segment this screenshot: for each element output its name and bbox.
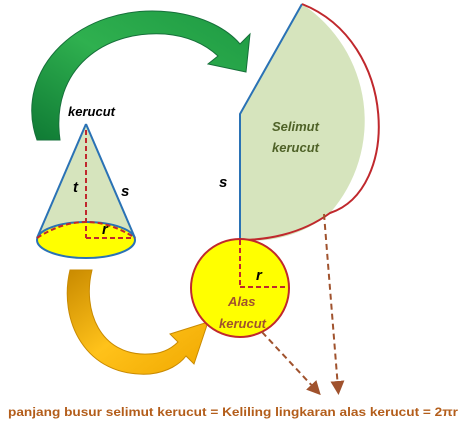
cone-radius-label: r <box>102 221 109 238</box>
lateral-surface-sector <box>240 4 365 241</box>
circle-label-line1: Alas <box>227 294 255 309</box>
formula-text: panjang busur selimut kerucut = Keliling… <box>8 405 458 419</box>
sector-arc <box>239 3 380 241</box>
cone-title: kerucut <box>68 104 116 119</box>
sector-slant-edges <box>239 3 303 240</box>
arrow-cone-to-base <box>66 269 209 375</box>
cone-slant-label: s <box>121 183 129 200</box>
cone-slant-left <box>36 123 87 239</box>
cone-height-label: t <box>73 179 79 196</box>
sector-slant-label: s <box>219 174 227 191</box>
circle-label-line2: kerucut <box>219 316 267 331</box>
cone-slant-right <box>85 123 136 239</box>
sector-label-line2: kerucut <box>272 140 320 155</box>
arrow-arc-to-formula <box>323 213 345 395</box>
sector-label-line1: Selimut <box>272 119 320 134</box>
cone-base-back-edge <box>36 221 136 239</box>
arrow-cone-to-sector <box>31 10 251 141</box>
arrow-circle-to-formula <box>261 331 321 396</box>
circle-radius-label: r <box>256 267 263 284</box>
